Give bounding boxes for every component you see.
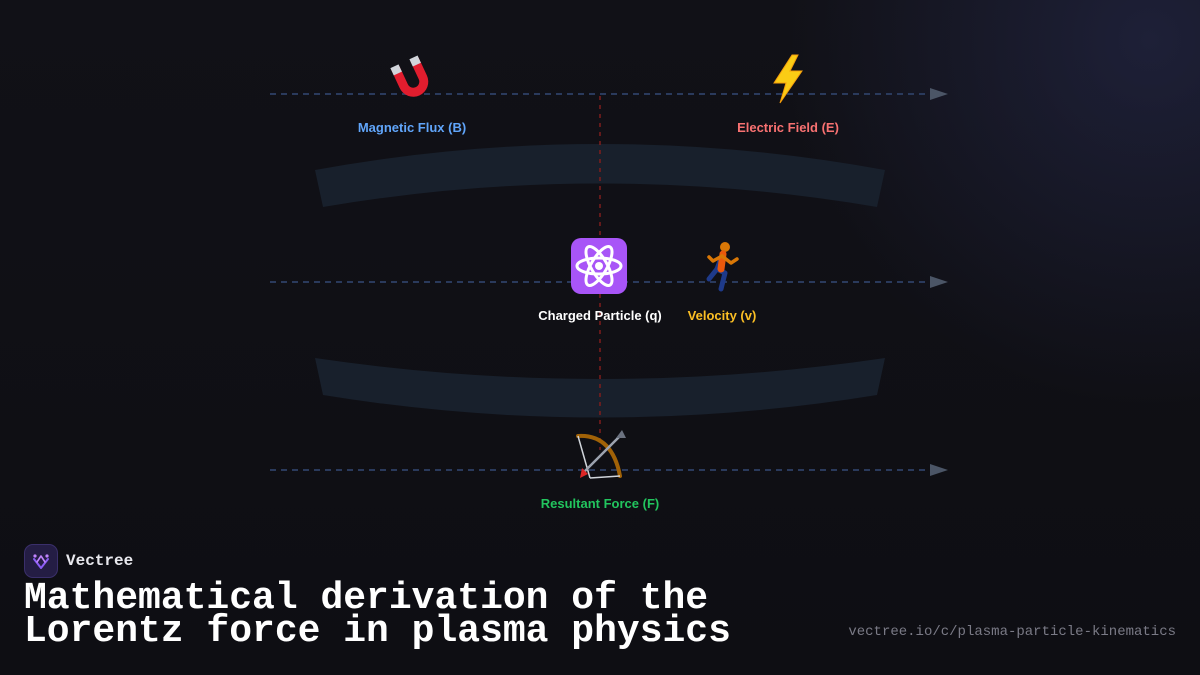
vectree-logo-icon [24,544,58,578]
node-label-magnetic-flux: Magnetic Flux (B) [357,120,467,135]
node-label-resultant-force: Resultant Force (F) [540,496,660,511]
brand-name: Vectree [66,552,134,570]
lightning-icon [748,49,828,109]
node-label-charged-particle: Charged Particle (q) [538,308,662,323]
node-label-electric-field: Electric Field (E) [737,120,839,135]
separator-band-top [315,144,885,207]
page-title: Mathematical derivation of the Lorentz f… [24,577,731,653]
bow-arrow-icon [560,426,640,486]
magnet-icon [372,49,452,109]
atom-icon [559,236,639,296]
runner-icon [682,236,762,296]
source-url: vectree.io/c/plasma-particle-kinematics [848,624,1176,640]
guide-line-bottom [270,464,948,476]
brand: Vectree [24,544,133,578]
node-label-velocity: Velocity (v) [687,308,757,323]
guide-line-top [270,88,948,100]
